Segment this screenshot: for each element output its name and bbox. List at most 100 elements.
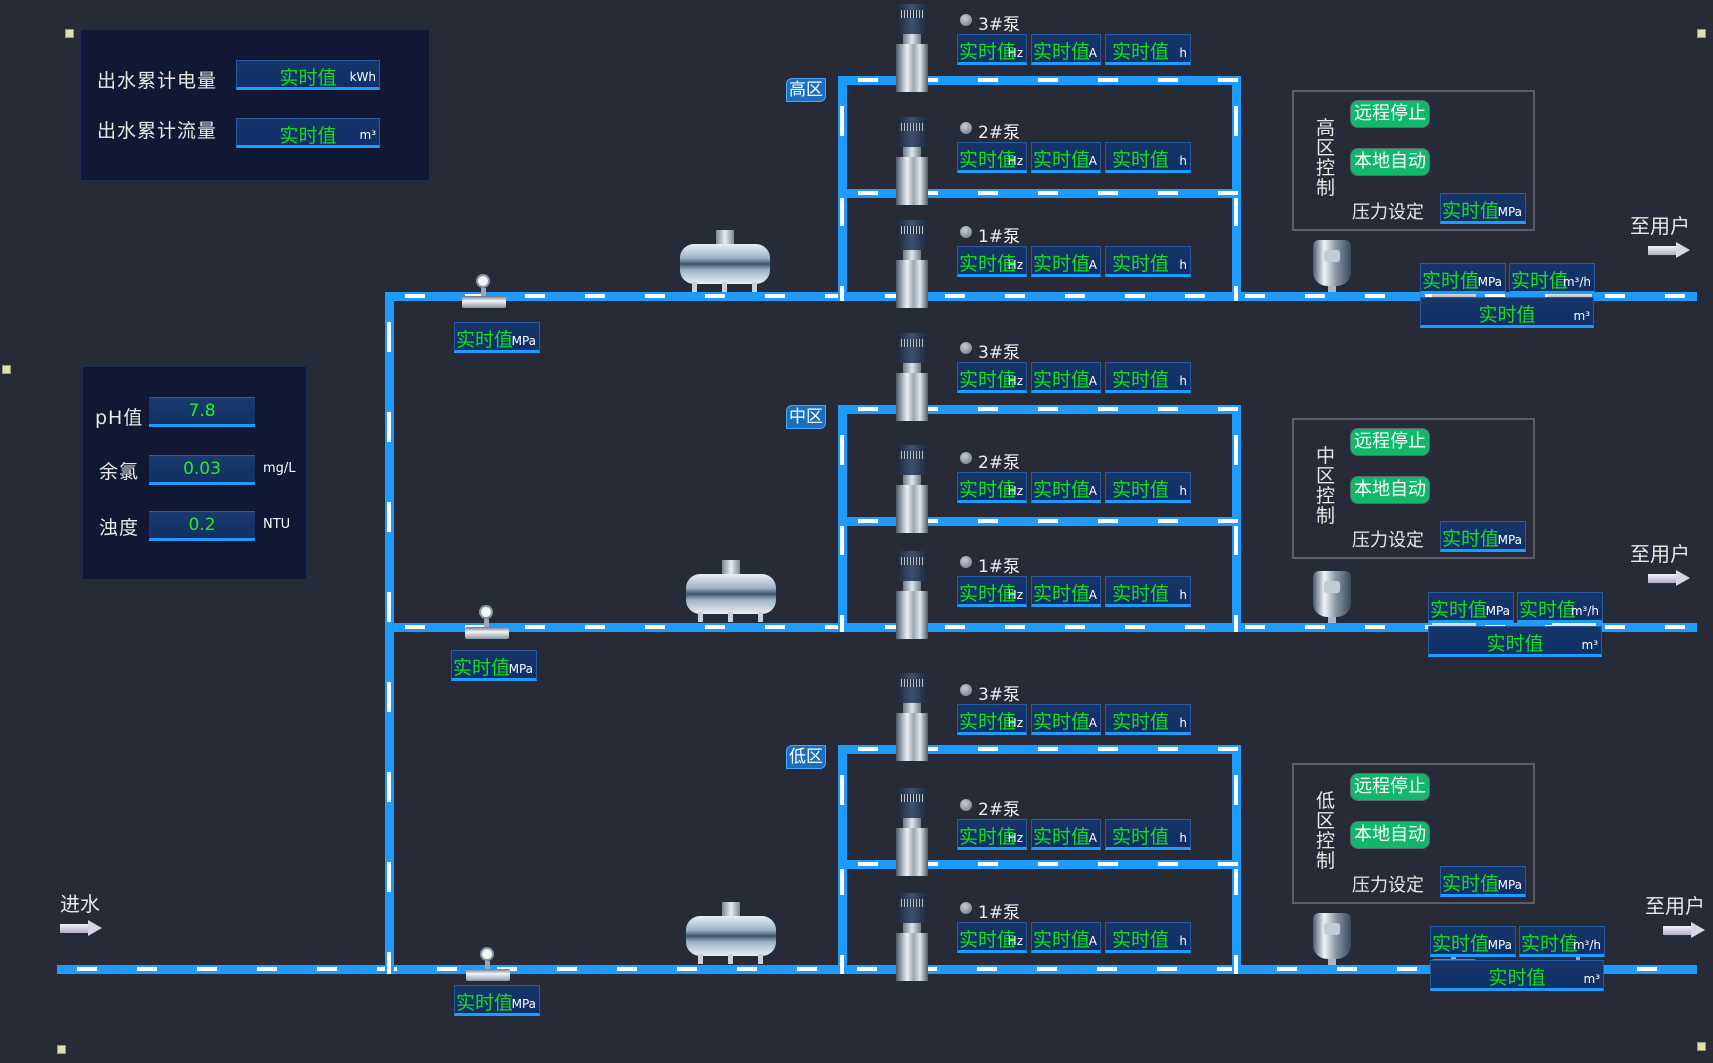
local-auto-button[interactable]: 本地自动: [1350, 476, 1430, 504]
pump-icon[interactable]: [896, 117, 928, 205]
high-pump-current-value: 实时值: [1033, 41, 1091, 63]
local-auto-button[interactable]: 本地自动: [1350, 148, 1430, 176]
energy-value: 实时值: [279, 67, 337, 89]
low-pump-frequency-unit: Hz: [1007, 934, 1023, 948]
high-main-pipe: [385, 292, 1697, 301]
pump-status-indicator: [960, 122, 972, 134]
high-pump-current-value: 实时值: [1033, 149, 1091, 171]
trunk-riser-pipe: [385, 292, 394, 974]
high-inlet-pressure-value: 实时值: [456, 329, 514, 351]
ph-label: pH值: [95, 407, 144, 429]
low-pump-current-unit: A: [1088, 831, 1097, 845]
high-pump-frequency-unit: Hz: [1007, 154, 1023, 168]
low-pump-name: 2#泵: [978, 800, 1021, 820]
high-pump-runtime-unit: h: [1179, 258, 1187, 272]
outlet-arrow-icon: [1648, 570, 1690, 586]
high-pump-frequency-value: 实时值: [959, 41, 1017, 63]
pump-icon[interactable]: [896, 893, 928, 981]
pump-icon[interactable]: [896, 445, 928, 533]
corner-marker: [1697, 29, 1706, 38]
ph-value: 7.8: [149, 397, 255, 427]
outlet-arrow-icon: [1648, 242, 1690, 258]
energy-label: 出水累计电量: [97, 70, 218, 92]
pump-icon[interactable]: [896, 333, 928, 421]
high-pump3-pipe: [838, 76, 1241, 85]
high-outlet-total-flow-unit: m³: [1573, 309, 1591, 323]
pump-icon[interactable]: [896, 220, 928, 308]
low-outlet-flow-rate-unit: m³/h: [1572, 938, 1601, 952]
mid-pump-name: 1#泵: [978, 557, 1021, 577]
pressure-tank-icon: [686, 902, 776, 964]
pump-icon[interactable]: [896, 788, 928, 876]
pump-status-indicator: [960, 799, 972, 811]
low-pump-current-unit: A: [1088, 934, 1097, 948]
remote-stop-button[interactable]: 远程停止: [1350, 428, 1430, 456]
turbidity-label: 浊度: [99, 517, 140, 539]
low-inlet-pressure-value: 实时值: [456, 992, 514, 1014]
quality-panel: pH值 7.8 余氯 0.03 mg/L 浊度 0.2 NTU: [82, 366, 307, 580]
high-outlet-total-flow-value: 实时值: [1478, 304, 1536, 326]
low-pump-runtime-value: 实时值: [1112, 929, 1170, 951]
low-pump-runtime-value: 实时值: [1112, 826, 1170, 848]
high-pump-current-unit: A: [1088, 154, 1097, 168]
high-zone-tag: 高区: [786, 78, 826, 102]
low-pump-frequency-unit: Hz: [1007, 831, 1023, 845]
energy-unit: kWh: [349, 70, 376, 84]
pump-icon[interactable]: [896, 551, 928, 639]
high-outlet-pressure-unit: MPa: [1477, 275, 1502, 289]
setpoint-unit: MPa: [1497, 533, 1522, 547]
mid-pump-current-value: 实时值: [1033, 369, 1091, 391]
pump-icon[interactable]: [896, 673, 928, 761]
pump-status-indicator: [960, 902, 972, 914]
pressure-setpoint-label: 压力设定: [1352, 530, 1424, 551]
high-outlet-flow-rate-value: 实时值: [1511, 270, 1569, 292]
mid-pump-frequency-unit: Hz: [1007, 484, 1023, 498]
vessel-icon: [1313, 571, 1351, 623]
corner-marker: [65, 29, 74, 38]
low-loop-left-pipe: [838, 745, 847, 974]
local-auto-button[interactable]: 本地自动: [1350, 821, 1430, 849]
pump-icon[interactable]: [896, 4, 928, 92]
mid-outlet-pressure-unit: MPa: [1485, 604, 1510, 618]
pump-status-indicator: [960, 684, 972, 696]
turbidity-value: 0.2: [149, 511, 255, 541]
low-outlet-label: 至用户: [1645, 894, 1705, 918]
remote-stop-button[interactable]: 远程停止: [1350, 773, 1430, 801]
mid-pump-frequency-unit: Hz: [1007, 374, 1023, 388]
low-pump-current-value: 实时值: [1033, 826, 1091, 848]
mid-pump-frequency-unit: Hz: [1007, 588, 1023, 602]
remote-stop-button[interactable]: 远程停止: [1350, 100, 1430, 128]
pump-status-indicator: [960, 14, 972, 26]
low-pump-name: 3#泵: [978, 685, 1021, 705]
mid-pump-runtime-unit: h: [1179, 588, 1187, 602]
mid-pump-runtime-value: 实时值: [1112, 479, 1170, 501]
high-pump-runtime-unit: h: [1179, 154, 1187, 168]
mid-pump-runtime-unit: h: [1179, 374, 1187, 388]
mid-pump-current-value: 实时值: [1033, 479, 1091, 501]
low-zone-tag: 低区: [786, 745, 826, 769]
turbidity-unit: NTU: [263, 517, 291, 532]
